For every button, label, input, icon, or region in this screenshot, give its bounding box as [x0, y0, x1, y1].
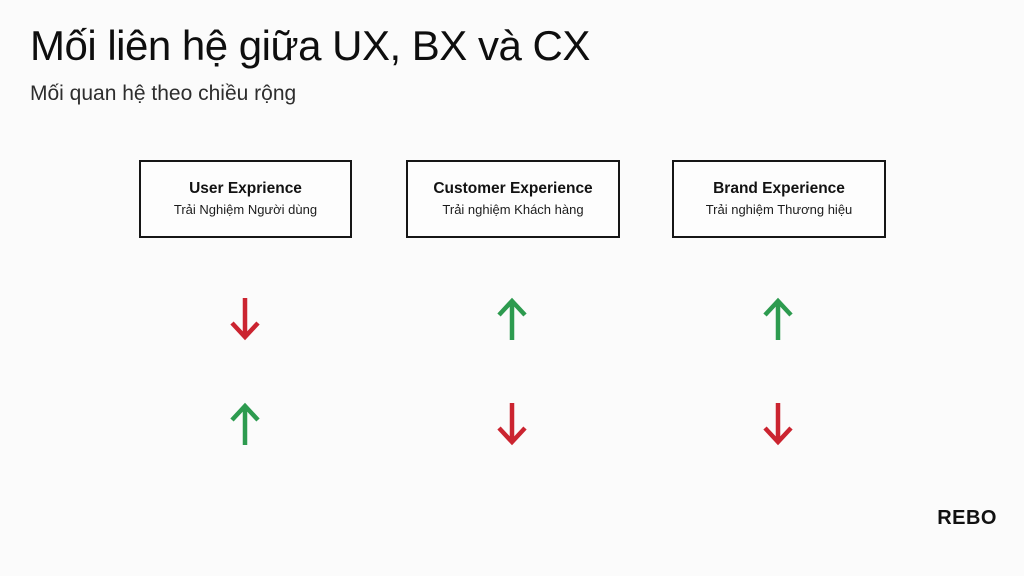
slide-subtitle: Mối quan hệ theo chiều rộng [30, 82, 297, 105]
box-subtitle-ux: Trải Nghiệm Người dùng [173, 202, 318, 218]
up-arrow-icon [758, 296, 798, 342]
brand-logo: REBO [937, 507, 997, 529]
box-title-bx: Brand Experience [713, 179, 845, 197]
box-title-cx: Customer Experience [433, 179, 593, 197]
slide-title: Mối liên hệ giữa UX, BX và CX [30, 22, 590, 69]
box-subtitle-cx: Trải nghiệm Khách hàng [442, 202, 584, 218]
experience-box-ux: User Exprience Trải Nghiệm Người dùng [139, 160, 352, 238]
experience-box-cx: Customer Experience Trải nghiệm Khách hà… [406, 160, 620, 238]
box-title-ux: User Exprience [189, 179, 302, 197]
box-subtitle-bx: Trải nghiệm Thương hiệu [705, 202, 853, 218]
up-arrow-icon [492, 296, 532, 342]
down-arrow-icon [492, 401, 532, 447]
up-arrow-icon [225, 401, 265, 447]
experience-box-bx: Brand Experience Trải nghiệm Thương hiệu [672, 160, 886, 238]
down-arrow-icon [225, 296, 265, 342]
down-arrow-icon [758, 401, 798, 447]
